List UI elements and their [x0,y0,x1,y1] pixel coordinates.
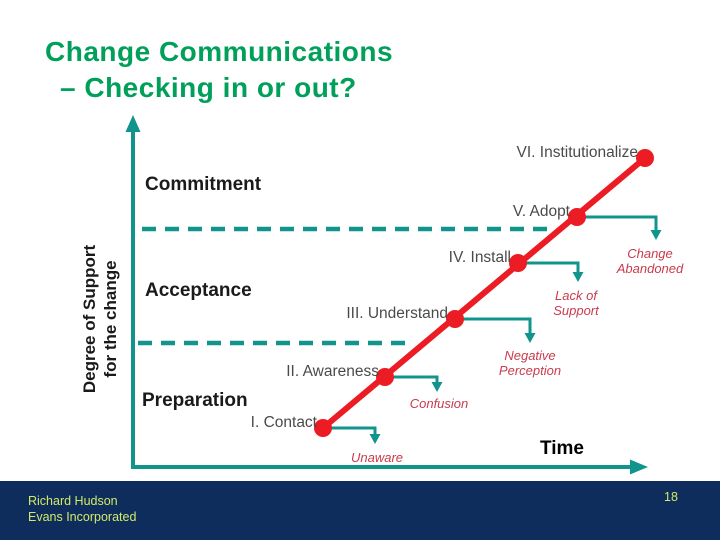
x-axis-arrow-icon [630,459,648,475]
y-axis-arrow-icon [125,115,141,132]
zone-label-commitment: Commitment [145,174,262,195]
stage-label-contact: I. Contact [250,414,317,431]
slide-title: Change Communications – Checking in or o… [45,34,393,106]
risk-label-confusion: Confusion [409,396,469,411]
stage-dot-institutionalize [636,149,654,167]
page-number: 18 [664,490,678,504]
stage-dot-adopt [568,208,586,226]
zone-label-preparation: Preparation [142,390,248,411]
zone-label-acceptance: Acceptance [145,280,252,301]
x-axis-label: Time [540,438,585,459]
down-arrow-icon [524,333,536,343]
y-axis-label-line1: Degree of Support [80,244,99,394]
dropout-connector-change-abandoned [577,215,658,231]
slide-title-line2: – Checking in or out? [60,72,357,103]
y-axis-label-line2: for the change [101,260,120,378]
y-axis-label: Degree of Support for the change [79,224,123,414]
risk-label-change-abandoned: Change Abandoned [616,246,684,276]
down-arrow-icon [572,272,584,282]
down-arrow-icon [431,382,443,392]
stage-dot-awareness [376,368,394,386]
footer-bar: Richard Hudson Evans Incorporated 18 [0,481,720,540]
footer-credit-line1: Richard Hudson [28,494,118,508]
dropout-connector-unaware [323,426,377,435]
dropout-connector-confusion [385,375,439,383]
stage-label-understand: III. Understand [346,305,448,322]
trend-line [321,155,647,431]
risk-label-negative-perception: Negative Perception [498,348,562,378]
stage-dot-contact [314,419,332,437]
stage-label-awareness: II. Awareness [286,363,379,380]
stage-dot-understand [446,310,464,328]
risk-label-lack-of-support: Lack of Support [553,288,599,318]
down-arrow-icon [369,434,381,444]
footer-credit: Richard Hudson Evans Incorporated [28,493,136,525]
stage-label-adopt: V. Adopt [512,203,570,220]
dropout-connector-lack-of-support [518,261,580,273]
stage-label-install: IV. Install [448,249,511,266]
slide-title-line1: Change Communications [45,36,394,67]
stage-label-institutionalize: VI. Institutionalize [516,144,638,161]
dropout-connector-negative-perception [455,317,532,334]
down-arrow-icon [650,230,662,240]
footer-credit-line2: Evans Incorporated [28,510,137,524]
risk-label-unaware: Unaware [350,450,404,465]
stage-dot-install [509,254,527,272]
